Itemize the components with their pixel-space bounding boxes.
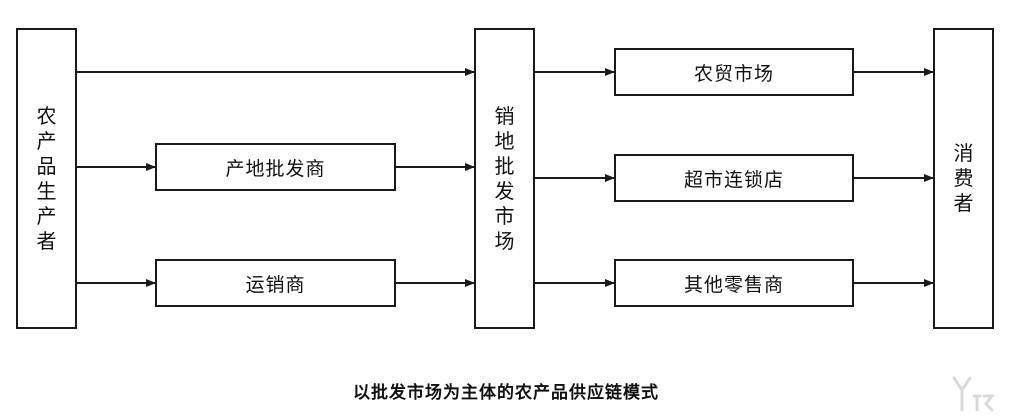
diagram-caption: 以批发市场为主体的农产品供应链模式 xyxy=(353,383,659,403)
logo-watermark-icon xyxy=(952,376,995,412)
node-consumer: 消费者 xyxy=(933,28,994,329)
node-supermarket-label: 超市连锁店 xyxy=(683,168,784,191)
node-farmers-market: 农贸市场 xyxy=(614,48,854,96)
node-producer-label: 农产品生产者 xyxy=(36,103,57,253)
node-producer: 农产品生产者 xyxy=(16,28,77,329)
node-farmers-market-label: 农贸市场 xyxy=(693,62,774,85)
node-wholesale-market: 销地批发市场 xyxy=(474,28,535,329)
node-distributor: 运销商 xyxy=(155,259,396,307)
node-other-retailers-label: 其他零售商 xyxy=(683,273,784,296)
node-other-retailers: 其他零售商 xyxy=(614,259,854,307)
node-wholesale-market-label: 销地批发市场 xyxy=(494,103,515,253)
node-distributor-label: 运销商 xyxy=(245,273,306,296)
node-origin-wholesaler: 产地批发商 xyxy=(155,143,396,191)
node-consumer-label: 消费者 xyxy=(953,141,974,215)
node-supermarket: 超市连锁店 xyxy=(614,154,854,202)
node-origin-wholesaler-label: 产地批发商 xyxy=(225,157,326,180)
